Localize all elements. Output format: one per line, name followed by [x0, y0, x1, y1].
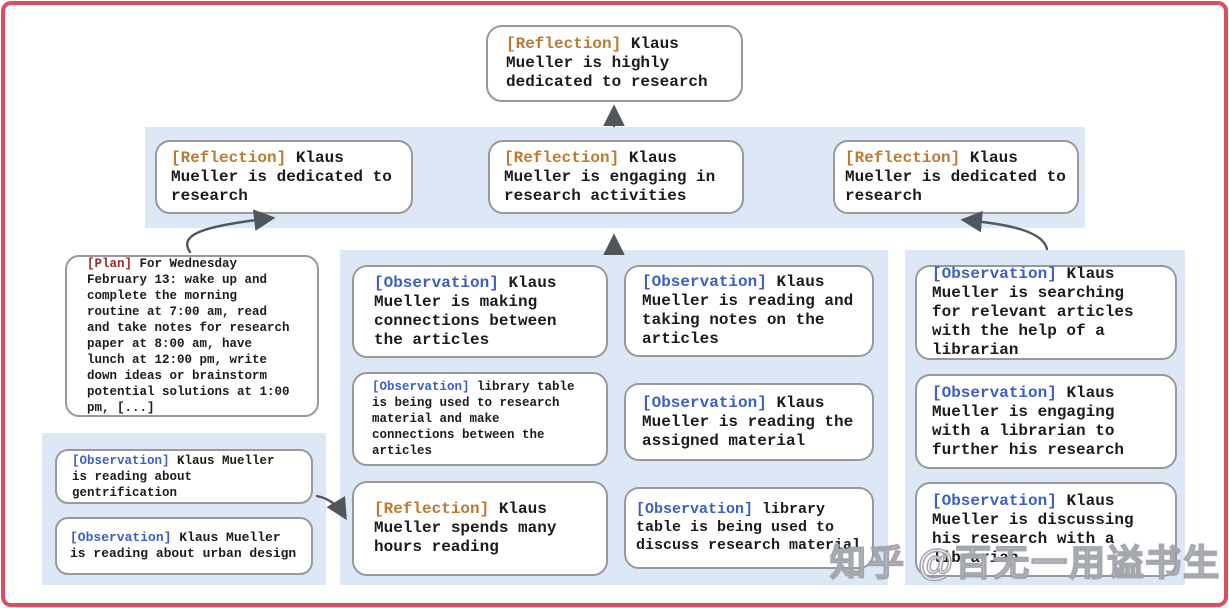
node-reflection-1: [Reflection] Klaus Mueller is dedicated … [155, 140, 413, 214]
node-right-observation-engaging-librarian: [Observation] Klaus Mueller is engaging … [915, 374, 1177, 469]
node-right-observation-searching-articles: [Observation] Klaus Mueller is searching… [915, 265, 1177, 360]
node-body: library table is being used to research … [372, 380, 575, 458]
node-reflection-2: [Reflection] Klaus Mueller is engaging i… [488, 140, 744, 214]
node-body: Klaus Mueller is dedicated to research [845, 148, 1066, 205]
node-body: Klaus Mueller is discussing his research… [932, 491, 1134, 567]
reflection-tag: [Reflection] [171, 148, 287, 167]
observation-tag: [Observation] [642, 273, 767, 291]
node-body: Klaus Mueller is reading about gentrific… [72, 453, 275, 500]
node-middle-observation-connections: [Observation] Klaus Mueller is making co… [352, 265, 608, 358]
observation-tag: [Observation] [932, 491, 1057, 510]
node-body: Klaus Mueller is dedicated to research [171, 148, 392, 205]
node-body: Klaus Mueller is making connections betw… [374, 273, 557, 349]
node-body: Klaus Mueller is engaging in research ac… [504, 148, 716, 205]
node-body: Klaus Mueller is reading the assigned ma… [642, 393, 854, 450]
observation-tag: [Observation] [374, 273, 499, 292]
plan-tag: [Plan] [87, 257, 133, 271]
node-middle-observation-taking-notes: [Observation] Klaus Mueller is reading a… [624, 265, 874, 357]
node-body: library table is being used to discuss r… [636, 501, 862, 554]
reflection-tag: [Reflection] [845, 148, 961, 167]
node-middle-observation-assigned-material: [Observation] Klaus Mueller is reading t… [624, 383, 874, 461]
node-body: Klaus Mueller is reading and taking note… [642, 273, 854, 348]
node-right-observation-discussing-librarian: [Observation] Klaus Mueller is discussin… [915, 482, 1177, 577]
node-body: Klaus Mueller spends many hours reading [374, 500, 557, 556]
node-middle-observation-library-research: [Observation] library table is being use… [352, 372, 608, 466]
node-body: For Wednesday February 13: wake up and c… [87, 257, 290, 415]
node-middle-reflection-hours-reading: [Reflection] Klaus Mueller spends many h… [352, 481, 608, 576]
reflection-tag: [Reflection] [504, 148, 620, 167]
node-left-observation-2: [Observation] Klaus Mueller is reading a… [55, 517, 313, 575]
observation-tag: [Observation] [636, 501, 754, 518]
observation-tag: [Observation] [372, 380, 470, 394]
node-reflection-3: [Reflection] Klaus Mueller is dedicated … [833, 140, 1079, 214]
reflection-tag: [Reflection] [506, 35, 622, 53]
observation-tag: [Observation] [932, 265, 1057, 283]
observation-tag: [Observation] [70, 530, 172, 545]
node-body: Klaus Mueller is engaging with a librari… [932, 383, 1125, 459]
node-root-reflection: [Reflection] Klaus Mueller is highly ded… [486, 25, 743, 102]
node-body: Klaus Mueller is reading about urban des… [70, 530, 297, 561]
node-body: Klaus Mueller is highly dedicated to res… [506, 35, 708, 91]
node-plan: [Plan] For Wednesday February 13: wake u… [65, 255, 319, 417]
node-middle-observation-library-discuss: [Observation] library table is being use… [624, 487, 874, 569]
node-body: Klaus Mueller is searching for relevant … [932, 265, 1134, 359]
reflection-tag: [Reflection] [374, 500, 490, 518]
observation-tag: [Observation] [72, 453, 170, 468]
watermark-text: 知乎 @百无一用谥书生 [829, 541, 1222, 584]
observation-tag: [Observation] [642, 393, 767, 412]
observation-tag: [Observation] [932, 383, 1057, 402]
node-left-observation-1: [Observation] Klaus Mueller is reading a… [55, 449, 313, 504]
